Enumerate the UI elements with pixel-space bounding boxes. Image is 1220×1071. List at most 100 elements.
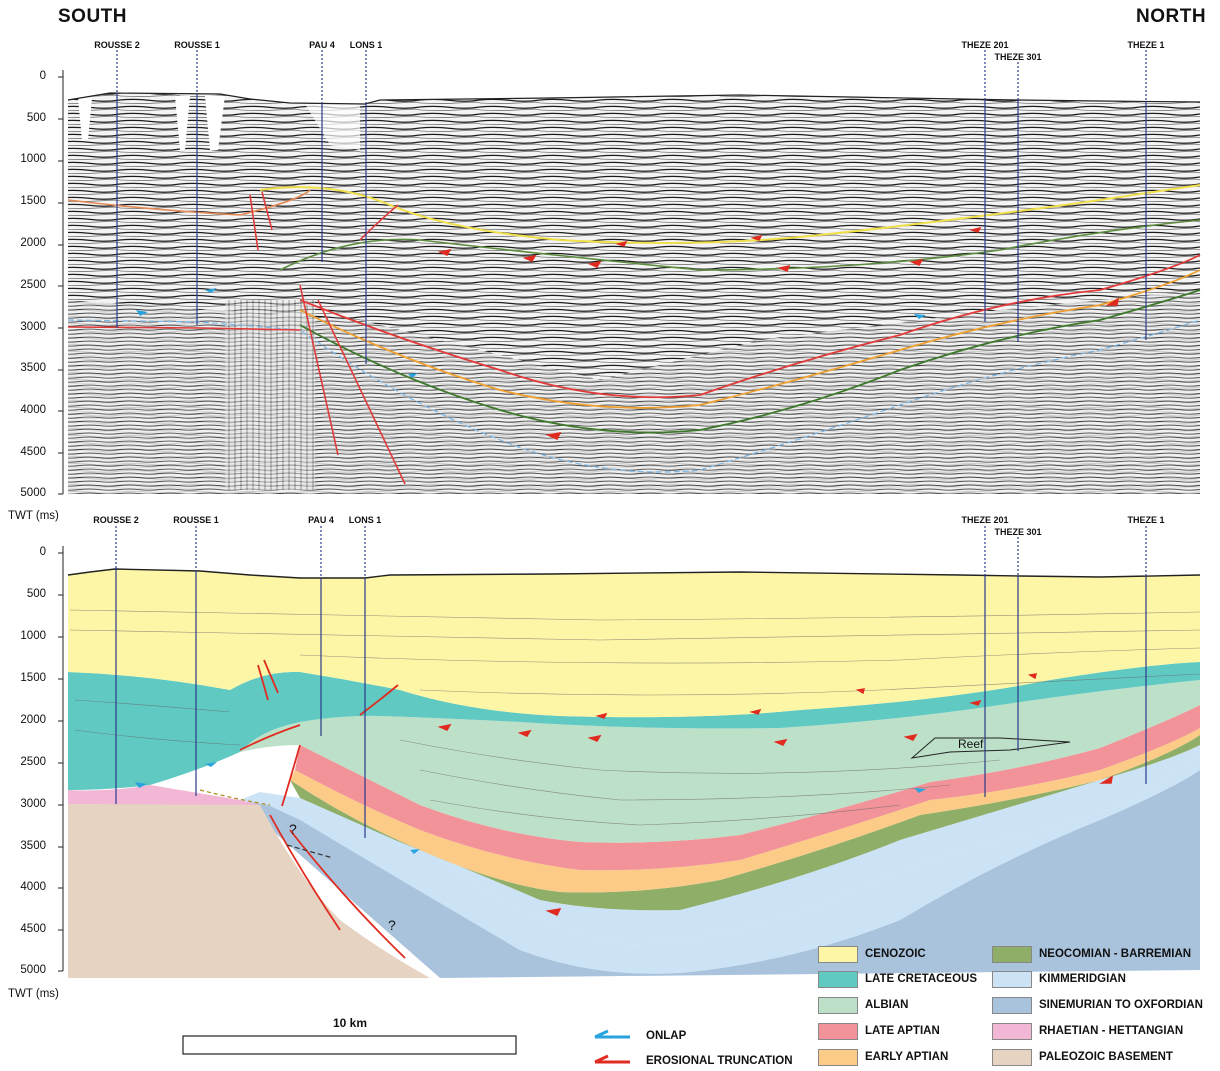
well-label-theze-301: THEZE 301 [994,52,1042,62]
well-label-rousse-1: ROUSSE 1 [174,40,220,50]
well-label-rousse-1: ROUSSE 1 [173,515,219,525]
faults-top [249,191,406,485]
unit-cenozoic [68,569,1200,718]
well-lines-bottom [115,526,1147,838]
depth-axis-ticks [58,76,63,495]
onlap-arrow-icon [594,1029,630,1039]
legend-label-kimmeridgian: KIMMERIDGIAN [1039,973,1126,985]
tick-label: 2000 [20,714,46,726]
well-lines-top [116,50,1147,364]
seismic-panel [58,50,1201,495]
legend-swatch-rhaetian-hettangian [992,1023,1032,1040]
legend-swatch-late-cretaceous [818,971,858,988]
horizon-late-cretaceous [67,189,311,216]
tick-label: 2500 [20,279,46,291]
tick-label: 5000 [20,487,46,499]
seismic-data-gap [175,96,190,150]
tick-label: 1000 [20,153,46,165]
legend-swatch-paleozoic-basement [992,1049,1032,1066]
seismic-deep-reflections [68,290,1200,494]
legend-label-late-aptian: LATE APTIAN [865,1025,940,1037]
horizon-kimmeridgian [67,319,1201,473]
question-mark: ? [289,821,297,837]
horizon-late-aptian [299,254,1201,399]
erosional-truncation-legend-label: EROSIONAL TRUNCATION [646,1055,793,1067]
legend-label-late-cretaceous: LATE CRETACEOUS [865,973,978,985]
symbol-legend-icons [594,1029,630,1064]
depth-axis-ticks [58,552,63,972]
tick-label: 2500 [20,756,46,768]
unit-neocomian-barremian [290,735,1200,911]
legend-swatch-sinemurian-to-oxfordian [992,997,1032,1014]
tick-label: 4500 [20,923,46,935]
legend-label-sinemurian-to-oxfordian: SINEMURIAN TO OXFORDIAN [1039,999,1203,1011]
tick-label: 1500 [20,672,46,684]
horizon-basement-top [67,326,301,331]
scale-bar-rectangle [182,1035,517,1055]
north-label: NORTH [1136,6,1207,27]
legend-label-neocomian-barremian: NEOCOMIAN - BARREMIAN [1039,948,1192,960]
tick-label: 4000 [20,404,46,416]
dashed-unconformity [199,789,271,806]
seismic-data-gap [205,96,225,150]
tick-label: 500 [26,588,46,600]
erosional-truncation-arrow-icon [594,1054,630,1064]
horizon-early-aptian [299,269,1201,409]
horizon-albian [279,219,1201,271]
tick-label: 5000 [20,964,46,976]
legend-label-rhaetian-hettangian: RHAETIAN - HETTANGIAN [1039,1025,1184,1037]
unit-late-cretaceous [68,662,1200,790]
axis-title: TWT (ms) [8,510,59,522]
tick-label: 3500 [20,362,46,374]
legend-label-albian: ALBIAN [865,999,909,1011]
unit-kimmeridgian [240,750,1200,974]
well-label-lons-1: LONS 1 [349,40,383,50]
tick-label: 500 [26,112,46,124]
well-label-theze-301: THEZE 301 [994,527,1042,537]
onlap-markers [136,288,926,378]
well-label-theze-201: THEZE 201 [961,515,1009,525]
tick-label: 1500 [20,195,46,207]
seismic-topography-line [67,92,1201,105]
interpreted-section-panel [58,526,1201,978]
unit-early-aptian [290,728,1200,893]
tick-label: 4000 [20,881,46,893]
unit-sinemurian-to-oxfordian [240,770,1200,978]
seismic-data-gap [305,104,360,150]
tick-label: 3000 [20,321,46,333]
tick-label: 4500 [20,446,46,458]
tick-label: 3500 [20,840,46,852]
unit-late-aptian [295,705,1200,871]
horizon-cenozoic-base [259,184,1201,245]
well-label-rousse-2: ROUSSE 2 [93,515,139,525]
tick-label: 2000 [20,237,46,249]
legend-swatch-neocomian-barremian [992,946,1032,963]
tick-label: 1000 [20,630,46,642]
south-label: SOUTH [58,6,127,27]
seismic-data-gap [78,98,92,140]
question-mark: ? [388,917,396,933]
legend-label-paleozoic-basement: PALEOZOIC BASEMENT [1039,1051,1173,1063]
legend-swatch-late-aptian [818,1023,858,1040]
well-label-theze-1: THEZE 1 [1127,515,1165,525]
reef-label: Reef [958,737,984,751]
well-label-pau-4: PAU 4 [309,40,335,50]
well-label-lons-1: LONS 1 [348,515,382,525]
legend-label-early-aptian: EARLY APTIAN [865,1051,949,1063]
tick-label: 3000 [20,798,46,810]
faults-bottom [239,659,406,959]
legend-swatch-early-aptian [818,1049,858,1066]
erosional-truncation-markers [437,226,1120,440]
unit-albian [240,680,1200,843]
legend-label-cenozoic: CENOZOIC [865,948,926,960]
well-label-theze-1: THEZE 1 [1127,40,1165,50]
legend-swatch-albian [818,997,858,1014]
well-label-theze-201: THEZE 201 [961,40,1009,50]
legend-swatch-cenozoic [818,946,858,963]
onlap-markers [135,762,926,854]
reef-outline [910,737,1071,759]
topography-line [67,568,1201,579]
unit-paleozoic-basement [68,804,430,978]
unit-kimmeridgian [240,745,1200,945]
